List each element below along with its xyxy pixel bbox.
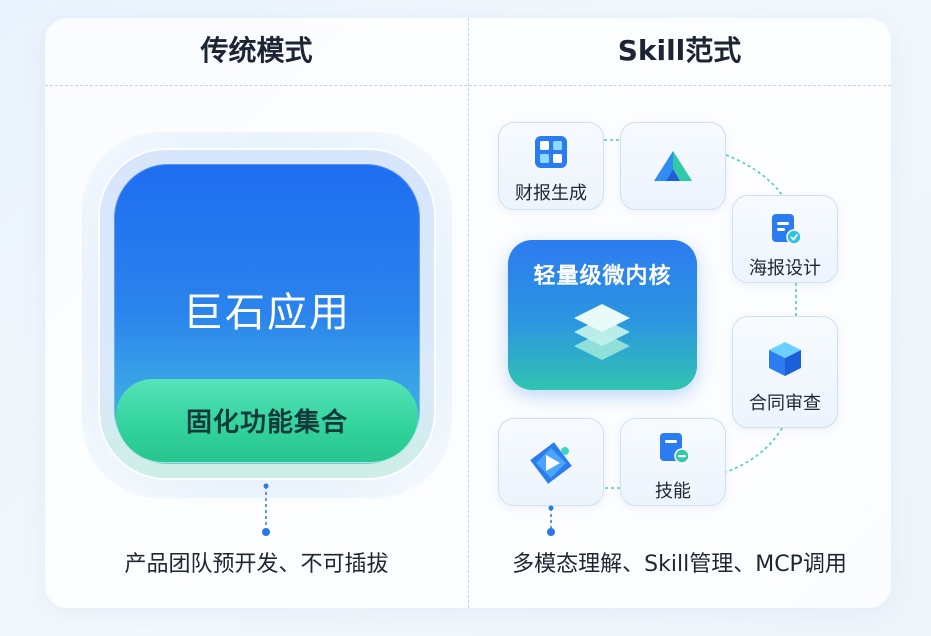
mountain-logo-icon [654,151,692,181]
skill-tile-report[interactable]: 财报生成 [498,122,604,210]
column-divider [468,18,469,608]
fixed-feature-bar [116,379,418,463]
skill-caption: 多模态理解、Skill管理、MCP调用 [512,552,847,577]
skill-tile-skill-label: 技能 [655,481,691,502]
skill-tile-contract-label: 合同审查 [749,393,821,414]
connector-tile-2-3 [725,154,783,196]
connector-tile-4-5 [725,427,783,473]
micro-kernel-label: 轻量级微内核 [533,264,672,289]
fixed-feature-label: 固化功能集合 [185,408,348,438]
skill-paradigm-title: Skill范式 [617,34,742,67]
traditional-caption: 产品团队预开发、不可插拔 [124,552,389,577]
traditional-mode-title: 传统模式 [200,34,313,67]
play-diamond-icon [530,442,572,484]
right-pin-marker [547,505,555,536]
skill-tile-logo[interactable] [620,122,726,210]
grid-report-icon [535,136,567,168]
monolith-app-label: 巨石应用 [183,290,351,336]
skill-tile-video[interactable] [498,418,604,506]
poster-doc-icon [772,214,802,245]
skill-tile-contract[interactable]: 合同审查 [732,316,838,428]
skill-tile-poster[interactable]: 海报设计 [732,195,838,283]
layer-stack-icon [574,304,630,360]
skill-tile-report-label: 财报生成 [515,183,587,204]
skill-tile-skill[interactable]: 技能 [620,418,726,506]
left-pin-marker [262,483,270,536]
skill-doc-icon [660,433,690,464]
skill-tile-poster-label: 海报设计 [749,258,821,279]
cube-box-icon [769,342,801,376]
